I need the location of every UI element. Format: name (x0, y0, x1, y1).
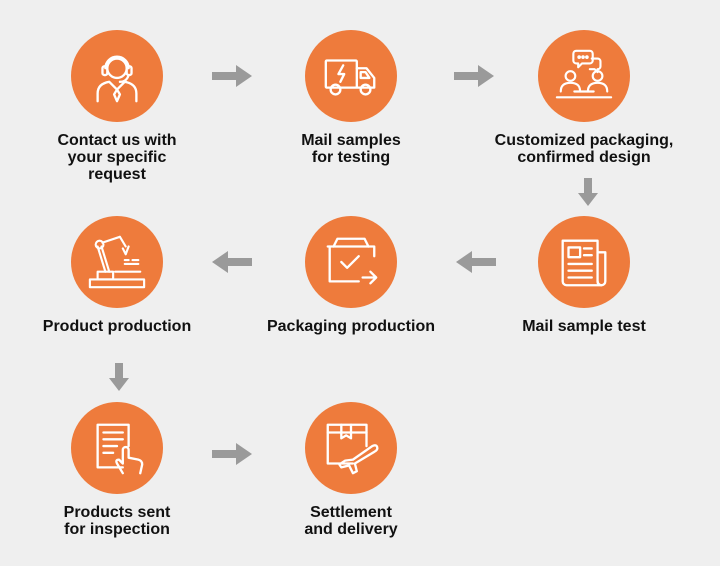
robotic-arm-icon (86, 231, 148, 293)
arrow-down-icon (108, 362, 130, 392)
arrow-left-icon (454, 249, 498, 275)
step-circle (538, 30, 630, 122)
step-label-line: request (88, 166, 146, 183)
step-label-line: Product production (42, 318, 192, 335)
step-label-line: Settlement (310, 504, 392, 521)
arrow-right-icon (210, 63, 254, 89)
step-label-line: Packaging production (266, 318, 435, 335)
arrow-right-icon (452, 63, 496, 89)
newspaper-document-icon (553, 231, 615, 293)
step-label: Product production (7, 318, 227, 335)
box-airplane-icon (320, 417, 382, 479)
step-packaging-production: Packaging production (241, 216, 461, 335)
step-label: Settlement and delivery (241, 504, 461, 538)
customer-service-agent-icon (86, 45, 148, 107)
step-label: Packaging production (241, 318, 461, 335)
delivery-truck-icon (320, 45, 382, 107)
step-label-line: and delivery (304, 521, 398, 538)
step-product-production: Product production (7, 216, 227, 335)
package-box-check-icon (320, 231, 382, 293)
step-label: Mail sample test (474, 318, 694, 335)
step-circle (305, 30, 397, 122)
design-meeting-icon (553, 45, 615, 107)
step-mail-samples: Mail samples for testing (241, 30, 461, 166)
step-label-line: Contact us with (57, 132, 177, 149)
step-label: Customized packaging, confirmed design (474, 132, 694, 166)
step-label-line: Mail samples (301, 132, 401, 149)
arrow-down-icon (577, 177, 599, 207)
arrow-right-icon (210, 441, 254, 467)
step-label: Products sent for inspection (7, 504, 227, 538)
step-label-line: Customized packaging, (494, 132, 674, 149)
step-label-line: for testing (311, 149, 391, 166)
step-label-line: Mail sample test (522, 318, 646, 335)
step-label-line: for inspection (64, 521, 170, 538)
step-contact-us: Contact us with your specific request (7, 30, 227, 183)
step-label: Contact us with your specific request (7, 132, 227, 183)
step-circle (71, 216, 163, 308)
step-label: Mail samples for testing (241, 132, 461, 166)
step-label-line: your specific (67, 149, 167, 166)
step-mail-sample-test: Mail sample test (474, 216, 694, 335)
step-products-sent-inspection: Products sent for inspection (7, 402, 227, 538)
arrow-left-icon (210, 249, 254, 275)
step-label-line: confirmed design (517, 149, 651, 166)
step-circle (305, 402, 397, 494)
step-label-line: Products sent (63, 504, 171, 521)
step-circle (305, 216, 397, 308)
step-settlement-delivery: Settlement and delivery (241, 402, 461, 538)
step-customized-packaging: Customized packaging, confirmed design (474, 30, 694, 166)
step-circle (71, 402, 163, 494)
step-circle (538, 216, 630, 308)
document-hand-tap-icon (86, 417, 148, 479)
step-circle (71, 30, 163, 122)
